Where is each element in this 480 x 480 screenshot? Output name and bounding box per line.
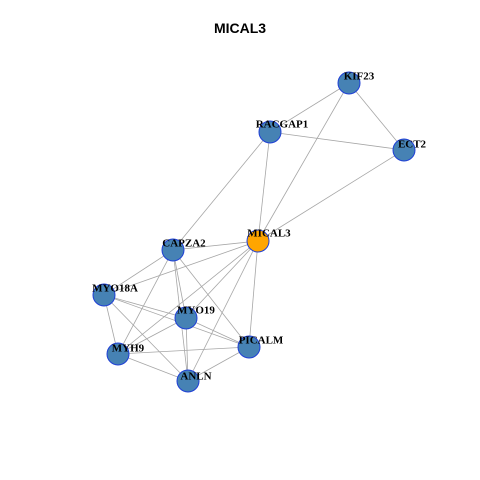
node-capza2 xyxy=(161,238,185,262)
plot-title: MICAL3 xyxy=(213,20,267,36)
node-label-anln: ANLN xyxy=(180,371,211,383)
node-mical3 xyxy=(246,229,270,253)
node-ect2 xyxy=(392,138,416,162)
node-racgap1 xyxy=(258,120,282,144)
edge-kif23-ect2 xyxy=(348,82,405,151)
edge-myo19-picalm xyxy=(185,317,250,348)
edge-myo19-myh9 xyxy=(117,317,187,355)
edge-layer xyxy=(103,82,405,382)
node-label-racgap1: RACGAP1 xyxy=(256,119,309,131)
edge-myo18a-anln xyxy=(103,294,189,382)
node-picalm xyxy=(237,335,261,359)
edge-kif23-mical3 xyxy=(257,82,350,242)
edge-mical3-myo19 xyxy=(185,240,259,319)
edge-picalm-anln xyxy=(187,346,250,382)
node-kif23 xyxy=(337,71,361,95)
edge-capza2-myo18a xyxy=(103,249,174,296)
node-layer xyxy=(92,71,416,393)
edge-mical3-picalm xyxy=(248,240,259,348)
node-label-mical3: MICAL3 xyxy=(247,228,291,240)
edge-capza2-myh9 xyxy=(117,249,174,355)
edge-racgap1-ect2 xyxy=(269,131,405,151)
node-label-picalm: PICALM xyxy=(239,335,284,347)
edge-myo18a-myo19 xyxy=(103,294,187,319)
node-myh9 xyxy=(106,342,130,366)
edge-mical3-capza2 xyxy=(172,240,259,251)
node-label-myo18a: MYO18A xyxy=(92,283,138,295)
node-label-kif23: KIF23 xyxy=(344,71,375,83)
edge-mical3-myh9 xyxy=(117,240,259,355)
node-myo19 xyxy=(174,306,198,330)
node-label-capza2: CAPZA2 xyxy=(162,238,206,250)
edge-racgap1-mical3 xyxy=(257,131,271,242)
edge-mical3-anln xyxy=(187,240,259,382)
node-label-ect2: ECT2 xyxy=(398,139,427,151)
edge-myh9-anln xyxy=(117,353,189,382)
edge-ect2-mical3 xyxy=(257,149,405,242)
edge-mical3-myo18a xyxy=(103,240,259,296)
edge-racgap1-capza2 xyxy=(172,131,271,251)
edge-capza2-myo19 xyxy=(172,249,187,319)
node-anln xyxy=(176,369,200,393)
node-label-myh9: MYH9 xyxy=(112,343,145,355)
edge-picalm-myh9 xyxy=(117,346,250,355)
node-label-myo19: MYO19 xyxy=(177,305,215,317)
node-myo18a xyxy=(92,283,116,307)
edge-kif23-racgap1 xyxy=(269,82,350,133)
edge-capza2-picalm xyxy=(172,249,250,348)
